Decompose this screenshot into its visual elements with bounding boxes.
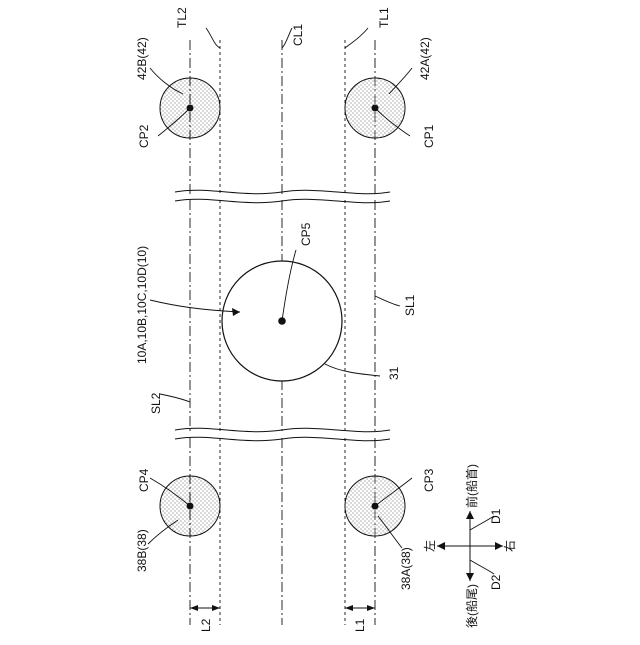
- label-body-ref: 10A,10B,10C,10D(10): [135, 246, 149, 364]
- leader-sl1: [375, 296, 400, 306]
- label-d1: D1: [489, 508, 503, 524]
- label-42a: 42A(42): [418, 37, 432, 80]
- label-38a: 38A(38): [399, 547, 413, 590]
- label-sl1: SL1: [403, 294, 417, 316]
- leader-38b: [148, 520, 178, 544]
- label-l1: L1: [353, 618, 367, 632]
- leader-tl1: [345, 28, 368, 48]
- label-d2: D2: [489, 574, 503, 590]
- label-cp2: CP2: [137, 124, 151, 148]
- label-l2: L2: [199, 618, 213, 632]
- label-sl2: SL2: [149, 392, 163, 414]
- label-38b: 38B(38): [135, 529, 149, 572]
- label-cp4: CP4: [137, 468, 151, 492]
- label-direction-right: 右: [502, 540, 517, 552]
- break-mark-upper: [175, 190, 390, 202]
- dimension-l1-arrow-left: [345, 605, 353, 611]
- label-tl2: TL2: [175, 7, 189, 28]
- label-cp5: CP5: [299, 222, 313, 246]
- dimension-l1-arrow-right: [367, 605, 375, 611]
- break-mark-lower: [175, 428, 390, 440]
- dimension-l2-arrow-right: [212, 605, 220, 611]
- label-31: 31: [387, 366, 401, 380]
- leader-42a: [389, 68, 412, 94]
- label-direction-left: 左: [422, 540, 437, 552]
- label-42b: 42B(42): [135, 37, 149, 80]
- label-direction-back: 後(船尾): [465, 584, 479, 628]
- label-cp1: CP1: [422, 124, 436, 148]
- leader-sl2: [160, 394, 190, 402]
- label-tl1: TL1: [377, 7, 391, 28]
- leader-tl2: [206, 28, 220, 48]
- dimension-l2-arrow-left: [190, 605, 198, 611]
- label-cp3: CP3: [422, 468, 436, 492]
- leader-31: [325, 364, 380, 376]
- label-cl1: CL1: [291, 24, 305, 46]
- label-direction-front: 前(船首): [464, 464, 479, 508]
